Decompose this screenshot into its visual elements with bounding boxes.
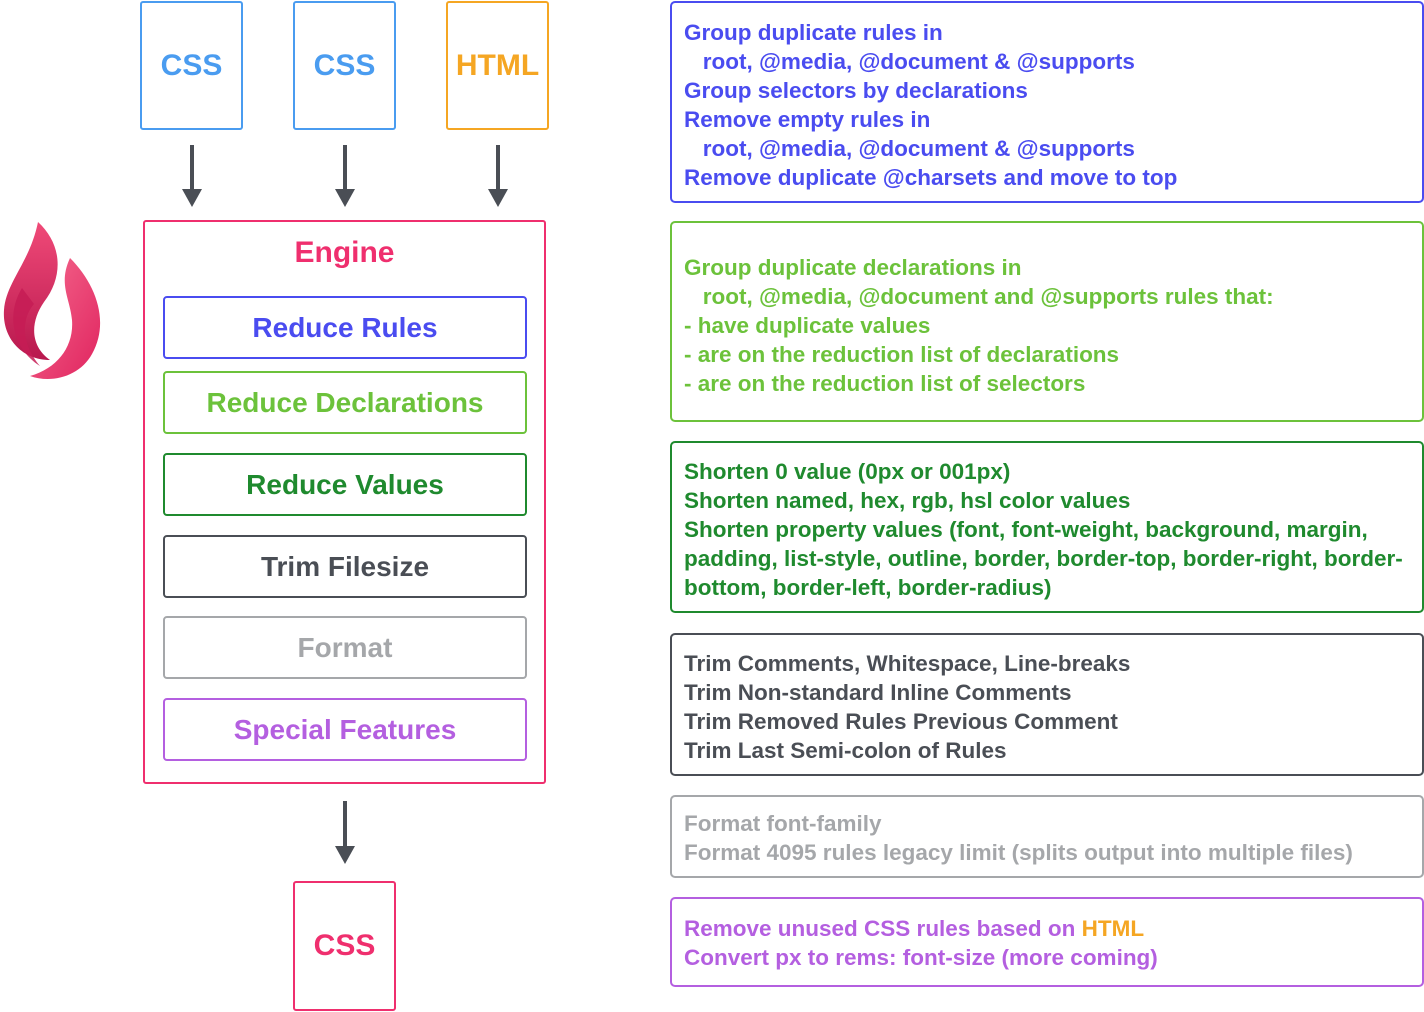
- html-highlight: HTML: [1081, 916, 1145, 941]
- detail-line: root, @media, @document and @supports ru…: [684, 284, 1274, 309]
- flame-icon: [3, 222, 101, 380]
- input-css-file-2: CSS: [293, 1, 396, 130]
- step-reduce-values: Reduce Values: [163, 453, 527, 516]
- engine-title: Engine: [294, 236, 395, 269]
- detail-line: Group duplicate rules in: [684, 20, 943, 45]
- input-css-file-1: CSS: [140, 1, 243, 130]
- input-html-file: HTML: [446, 1, 549, 130]
- detail-line: Trim Non-standard Inline Comments: [684, 680, 1072, 705]
- detail-line: Shorten named, hex, rgb, hsl color value…: [684, 488, 1131, 513]
- step-trim-filesize: Trim Filesize: [163, 535, 527, 598]
- special-features-details: Remove unused CSS rules based on HTML Co…: [670, 897, 1424, 987]
- detail-line: Remove unused CSS rules based on HTML: [684, 914, 1410, 943]
- detail-line: Shorten 0 value (0px or 001px): [684, 459, 1011, 484]
- step-label: Trim Filesize: [260, 550, 430, 582]
- detail-line: root, @media, @document & @supports: [684, 136, 1135, 161]
- input-file-label: CSS: [160, 48, 223, 82]
- detail-text: Remove unused CSS rules based on: [684, 916, 1082, 941]
- format-details: Format font-family Format 4095 rules leg…: [670, 795, 1424, 878]
- detail-line: Format font-family: [684, 811, 882, 836]
- detail-line: - are on the reduction list of selectors: [684, 371, 1086, 396]
- detail-line: Format 4095 rules legacy limit (splits o…: [684, 840, 1353, 865]
- detail-line: - have duplicate values: [684, 313, 931, 338]
- detail-line: Trim Removed Rules Previous Comment: [684, 709, 1118, 734]
- reduce-declarations-details: Group duplicate declarations in root, @m…: [670, 221, 1424, 422]
- step-label: Special Features: [233, 713, 457, 745]
- step-format: Format: [163, 616, 527, 679]
- reduce-rules-details: Group duplicate rules in root, @media, @…: [670, 1, 1424, 203]
- output-css-file: CSS: [293, 881, 396, 1011]
- detail-line: Trim Comments, Whitespace, Line-breaks: [684, 651, 1131, 676]
- step-label: Reduce Rules: [252, 311, 438, 343]
- step-label: Reduce Values: [246, 468, 444, 500]
- input-file-label: CSS: [313, 48, 376, 82]
- reduce-values-details: Shorten 0 value (0px or 001px) Shorten n…: [670, 441, 1424, 613]
- output-file-label: CSS: [313, 929, 376, 962]
- arrow-down-icon: [488, 145, 508, 207]
- detail-line: Trim Last Semi-colon of Rules: [684, 738, 1007, 763]
- detail-line: Remove empty rules in: [684, 107, 931, 132]
- step-label: Format: [297, 631, 393, 663]
- detail-line: Group selectors by declarations: [684, 78, 1028, 103]
- arrow-down-icon: [335, 145, 355, 207]
- detail-line: Remove duplicate @charsets and move to t…: [684, 165, 1178, 190]
- trim-filesize-details: Trim Comments, Whitespace, Line-breaks T…: [670, 633, 1424, 776]
- detail-line: - are on the reduction list of declarati…: [684, 342, 1120, 367]
- detail-line: Convert px to rems: font-size (more comi…: [684, 945, 1158, 970]
- step-reduce-rules: Reduce Rules: [163, 296, 527, 359]
- detail-line: root, @media, @document & @supports: [684, 49, 1135, 74]
- engine-box: Engine Reduce Rules Reduce Declarations …: [143, 220, 546, 784]
- step-reduce-declarations: Reduce Declarations: [163, 371, 527, 434]
- detail-line: Group duplicate declarations in: [684, 255, 1022, 280]
- arrow-down-icon: [182, 145, 202, 207]
- detail-paragraph: Shorten property values (font, font-weig…: [684, 517, 1403, 600]
- arrow-down-icon: [335, 801, 355, 865]
- input-file-label: HTML: [455, 48, 540, 82]
- step-special-features: Special Features: [163, 698, 527, 761]
- step-label: Reduce Declarations: [206, 386, 484, 418]
